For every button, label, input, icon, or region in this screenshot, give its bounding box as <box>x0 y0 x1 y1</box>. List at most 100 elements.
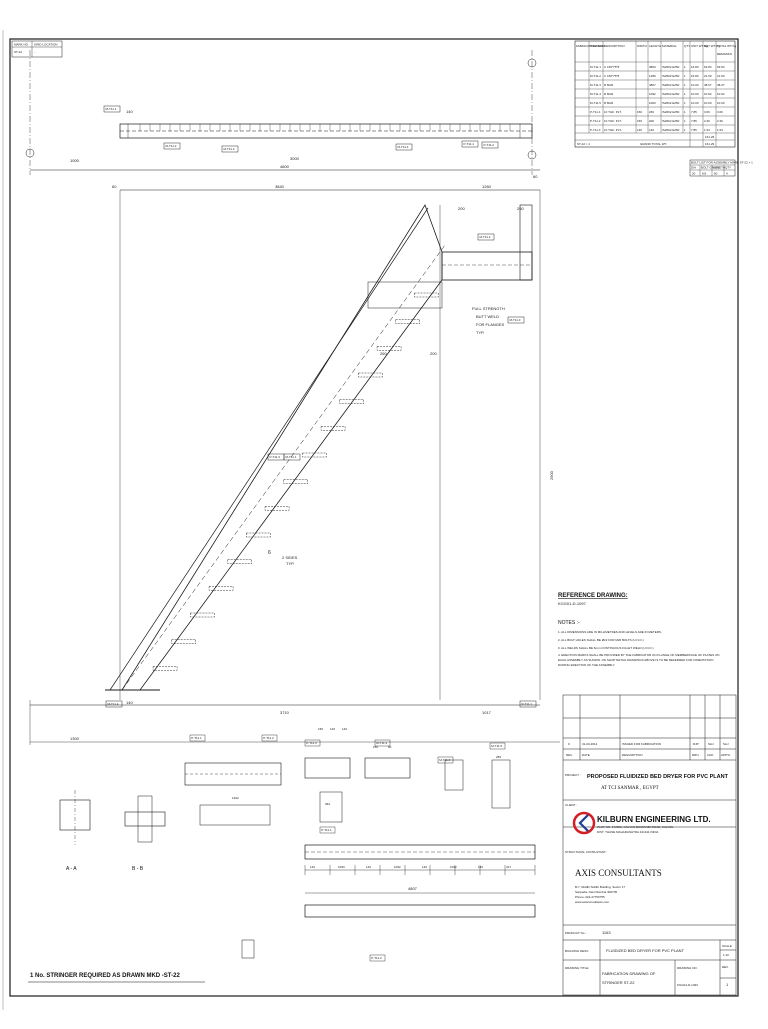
bom-cell: 1280 <box>649 74 656 78</box>
consultant-name: AXIS CONSULTANTS <box>575 868 662 878</box>
detail-dim: 417 <box>506 865 511 869</box>
bom-cell: 10.00 <box>691 101 699 105</box>
stair-tread <box>283 479 308 484</box>
bom-cell: 1 <box>684 83 686 87</box>
bom-h-unit: UNIT WT Kg <box>691 44 708 48</box>
bom-cell: 10.00 <box>717 101 725 105</box>
side-weld-typ: TYP. <box>286 561 294 566</box>
member-tag: M-T11.4 <box>398 145 409 149</box>
client-name: KILBURN ENGINEERING LTD. <box>597 815 711 824</box>
bolt-h-qty: QTY <box>725 166 731 170</box>
dim-total: 4800 <box>280 164 290 169</box>
detail-tag: M-T11.4 <box>439 758 450 762</box>
bom-cell: 10 THK. PLT. <box>604 110 622 114</box>
bom-cell: IS2062 E250 <box>662 119 680 123</box>
member-tag: M-T11.3 <box>224 147 235 151</box>
side-weld-sides: 2 SIDES <box>282 555 298 560</box>
detail-dim: 140 <box>310 865 315 869</box>
member-tag: P-T11.1 <box>522 702 533 706</box>
detail-dim: 140 <box>478 865 483 869</box>
bom-cell: 16.80 <box>691 74 699 78</box>
detail-tag: P-T11.1 <box>321 828 332 832</box>
stair-tread <box>190 612 215 618</box>
drawing-number: KGG01-D-1493 <box>677 983 698 987</box>
bom-subtotal: 161.29 <box>705 135 715 139</box>
bom-cell: 1 <box>684 101 686 105</box>
member-tags: M-T11.1 M-T11.2M-T11.3 M-T11.4P-T11.1 P-T11… <box>103 105 537 708</box>
member-tag: M-T11.3 <box>510 318 521 322</box>
bom-cell: 1.54 <box>704 128 710 132</box>
bom-cell: 3.06 <box>704 110 710 114</box>
detail-tag-box <box>319 826 336 834</box>
bom-cell: 3.06 <box>717 110 723 114</box>
bolt-title: BOLT LIST FOR ASSEMBLY MARK ST-22 × 1 <box>691 161 753 165</box>
bom-cell: IS2062 E250 <box>662 128 680 132</box>
project-block: PROJECT : PROPOSED FLUIDIZED BED DRYER F… <box>565 773 729 791</box>
member-tag: P-T11.2 <box>484 143 495 147</box>
bom-footer-label: GRAND TOTAL WT. <box>640 142 667 146</box>
scale-label: SCALE <box>722 944 732 948</box>
bom-h-length: LENGTH <box>649 44 661 48</box>
detail-views <box>59 757 536 959</box>
detail-tag-box <box>489 742 506 750</box>
bom-cell: 1 <box>684 110 686 114</box>
drawing-title-1: FABRICATION DRAWING OF <box>602 971 656 976</box>
elevation-dimensions: 4800 1000 3000 1260 3840 60 60 3710 1017… <box>70 109 554 741</box>
sheet-border <box>9 38 739 997</box>
member-tag-box <box>103 105 121 113</box>
detail-dim: 140 <box>422 865 427 869</box>
stair-tread <box>264 506 290 511</box>
note-2: 2. ALL BOLT HOLES SHALL BE Ø22 FOR M20 B… <box>558 638 644 642</box>
member-tag: M-T11.2 <box>166 144 177 148</box>
rev-h-chk: CHK. <box>707 753 714 757</box>
drawing-no-label: DRAWING NO. <box>677 966 698 970</box>
member-tag: M-T11.1 <box>286 455 297 459</box>
weld-note-line2: BUTT WELD <box>476 314 499 319</box>
detail-small-dim: 362 <box>325 802 330 806</box>
bom-cell: 10.00 <box>704 101 712 105</box>
bolt-grade: 8.8 <box>702 172 707 176</box>
product-value: 1163 <box>602 930 611 935</box>
project-location: AT TCI SANMAR , EGYPT <box>601 786 659 791</box>
stair-tread <box>152 666 178 671</box>
bom-cell: 1092 <box>649 92 656 96</box>
bom-cell: 3800 <box>649 65 656 69</box>
building-block: BUILDING DESC: FLUIDIZED BED DRYER FOR P… <box>565 944 732 957</box>
bolt-table: BOLT LIST FOR ASSEMBLY MARK ST-22 × 1 DI… <box>689 159 753 177</box>
consultant-block: STRUCTURAL CONSULTANT : AXIS CONSULTANTS… <box>565 850 662 904</box>
detail-dim-total: 4807 <box>408 886 418 891</box>
dim-plate-d: 260 <box>380 351 387 356</box>
side-weld-size: 6 <box>268 550 271 556</box>
weld-note-line1: FULL STRENGTH <box>472 306 505 311</box>
bom-cell: IS2062 E250 <box>662 101 680 105</box>
rev-checked: SAJ <box>708 742 714 746</box>
detail-small-dim: 150 <box>318 727 323 731</box>
client-address-2: DIST. THANE MAHARASHTRA 421311 INDIA <box>597 830 658 834</box>
bolt-h-length: LENGTH <box>713 166 725 170</box>
bom-cell: IS2062 E250 <box>662 83 680 87</box>
section-a-label: A - A <box>66 866 77 872</box>
bom-table: FABRICATION MARK ITEM NO. DESCRIPTION WI… <box>574 40 737 148</box>
bom-cell: 1000 <box>649 101 656 105</box>
detail-dim: 1092 <box>450 865 457 869</box>
bom-h-qty: QTY <box>684 44 690 48</box>
member-tag: P-T11.3 <box>270 455 281 459</box>
stair-tread <box>339 399 364 404</box>
bom-cell: 10 THK. PLT. <box>604 128 622 132</box>
project-title: PROPOSED FLUIDIZED BED DRYER FOR PVC PLA… <box>587 774 729 780</box>
bolt-dia: 20 <box>692 172 696 176</box>
bom-h-width: WIDTH <box>637 44 647 48</box>
stair-tread <box>208 586 234 591</box>
bom-cell: 150 <box>637 119 642 123</box>
detail-tag-box <box>374 739 391 747</box>
dim-plate-b: 140 <box>126 700 133 705</box>
member-tag-box <box>507 316 525 324</box>
detail-tag: M-T11.3 <box>376 741 387 745</box>
stair-tread <box>376 346 402 351</box>
bom-cell: 140 <box>637 128 642 132</box>
detail-small-dim: 120 <box>330 727 335 731</box>
weld-note-line3: FOR FLANGES <box>476 322 505 327</box>
scale-value: 1:10 <box>723 953 729 957</box>
